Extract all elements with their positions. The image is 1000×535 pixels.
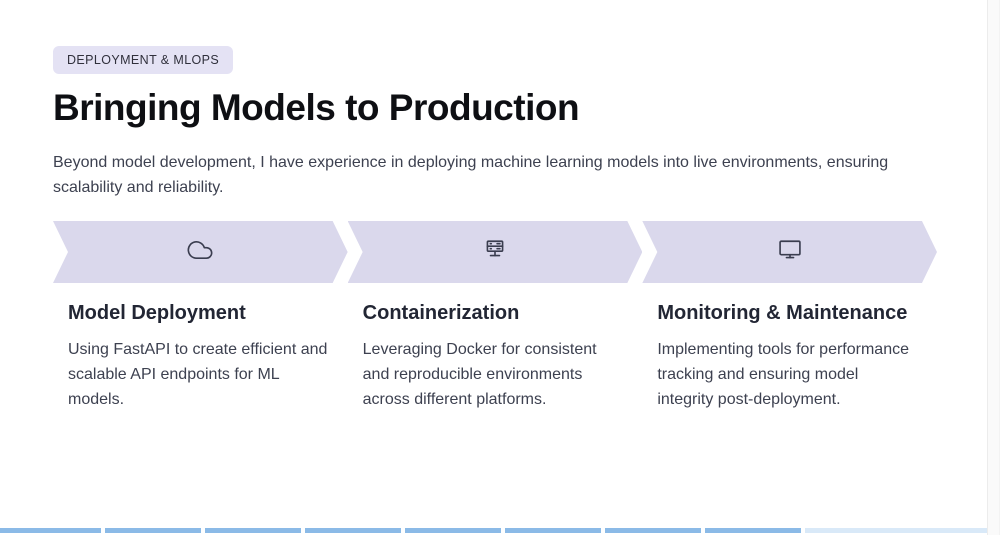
step-card-monitoring: Monitoring & Maintenance Implementing to… [642,300,937,412]
strip-segment[interactable] [205,528,301,533]
strip-trailing-track[interactable] [805,528,988,533]
strip-segment[interactable] [705,528,801,533]
cloud-icon [186,236,214,269]
bottom-progress-strip[interactable] [0,528,988,533]
step-title: Model Deployment [68,302,246,324]
step-card-deployment: Model Deployment Using FastAPI to create… [53,300,348,412]
monitor-icon [776,236,804,269]
strip-segment[interactable] [0,528,101,533]
vertical-scrollbar[interactable] [987,0,1000,535]
step-description: Leveraging Docker for consistent and rep… [362,341,597,409]
page-title: Bringing Models to Production [53,87,580,128]
strip-segment[interactable] [605,528,701,533]
step-description: Implementing tools for performance track… [657,341,909,409]
step-title: Containerization [362,302,520,324]
step-banner-row [53,221,937,283]
step-banner-monitoring [642,221,937,283]
strip-segment[interactable] [505,528,601,533]
step-description: Using FastAPI to create efficient and sc… [68,341,328,409]
deployment-section: DEPLOYMENT & MLOPS Bringing Models to Pr… [53,46,937,412]
strip-segment[interactable] [305,528,401,533]
step-card-row: Model Deployment Using FastAPI to create… [53,300,937,412]
strip-segment[interactable] [405,528,501,533]
step-card-containerization: Containerization Leveraging Docker for c… [348,300,643,412]
section-badge: DEPLOYMENT & MLOPS [53,46,234,74]
step-banner-containerization [348,221,643,283]
intro-text: Beyond model development, I have experie… [53,154,889,196]
step-title: Monitoring & Maintenance [657,302,908,324]
step-banner-deployment [53,221,348,283]
strip-segment[interactable] [105,528,201,533]
server-icon [481,236,509,269]
